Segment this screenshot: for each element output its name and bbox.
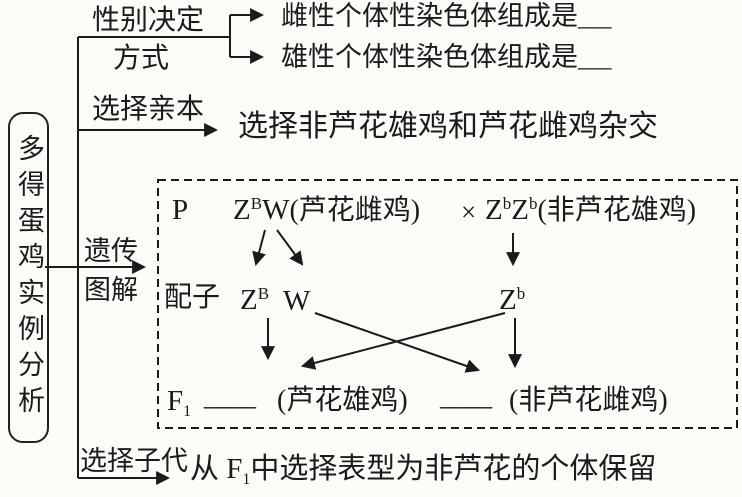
f1-blank-right: ____: [440, 380, 492, 412]
root-node: 多得蛋鸡实例分析: [8, 112, 49, 443]
father-allele2-superscript: b: [528, 194, 538, 213]
label-genetic-diagram-line2: 图解: [84, 275, 138, 305]
arrow-zbb-to-f1-left: [300, 312, 506, 370]
gamete-zB-base: Z: [240, 284, 258, 316]
select-offspring-result: 从 F1中选择表型为非芦花的个体保留: [190, 455, 656, 488]
f1-label-base: F: [167, 385, 184, 417]
label-genetic-diagram-line1: 遗传: [84, 236, 138, 266]
offspring-result-suffix: 中选择表型为非芦花的个体保留: [250, 453, 657, 485]
mother-allele1: Z: [233, 194, 251, 226]
male-chromosome-line: 雄性个体性染色体组成是___: [281, 42, 611, 72]
male-chromosome-text: 雄性个体性染色体组成是: [281, 42, 578, 72]
mother-phenotype-note: (芦花雌鸡): [289, 195, 421, 226]
p-generation-label: P: [172, 194, 189, 226]
arrow-mother-to-gamete-zb: [252, 229, 266, 267]
root-node-label: 多得蛋鸡实例分析: [14, 133, 44, 422]
gamete-zB: ZB: [240, 285, 269, 315]
f1-label-subscript: 1: [183, 403, 192, 420]
f1-note-nonbarred-hen: (非芦花雌鸡): [509, 385, 668, 416]
father-allele2: Z: [511, 194, 529, 226]
female-chromosome-blank: ___: [578, 4, 611, 31]
f1-blank-left: ____: [204, 380, 256, 412]
father-genotype: ZbZb(非芦花雄鸡): [485, 195, 696, 225]
offspring-result-prefix: 从: [190, 453, 220, 485]
mother-allele1-superscript: B: [250, 194, 263, 213]
arrow-w-to-f1-right: [314, 312, 480, 373]
gametes-label: 配子: [164, 282, 221, 313]
gamete-zb: Zb: [499, 285, 525, 315]
cross-symbol: ×: [461, 197, 477, 227]
offspring-result-f-subscript: 1: [242, 471, 251, 488]
label-select-offspring: 选择子代: [80, 446, 188, 476]
father-allele1: Z: [485, 194, 503, 226]
male-chromosome-blank: ___: [578, 45, 611, 72]
gamete-zB-superscript: B: [257, 284, 270, 303]
father-allele1-superscript: b: [502, 194, 512, 213]
mother-genotype: ZBW(芦花雌鸡): [233, 195, 420, 225]
offspring-result-f: F: [226, 453, 243, 485]
f1-note-barred-rooster: (芦花雄鸡): [277, 385, 408, 416]
arrow-mother-to-gamete-w: [276, 229, 304, 266]
gamete-w: W: [283, 285, 311, 317]
female-chromosome-text: 雌性个体性染色体组成是: [281, 1, 578, 31]
female-chromosome-line: 雌性个体性染色体组成是___: [281, 1, 611, 31]
f1-label: F1: [167, 387, 191, 420]
select-parents-result: 选择非芦花雄鸡和芦花雌鸡杂交: [238, 110, 658, 143]
gamete-zb-superscript: b: [516, 284, 526, 303]
label-select-parents: 选择亲本: [92, 94, 205, 125]
label-sex-determination-line2: 方式: [113, 43, 170, 74]
gamete-zb-base: Z: [499, 284, 517, 316]
mother-allele2: W: [262, 194, 290, 226]
label-sex-determination-line1: 性别决定: [92, 5, 205, 36]
father-phenotype-note: (非芦花雄鸡): [537, 195, 697, 226]
